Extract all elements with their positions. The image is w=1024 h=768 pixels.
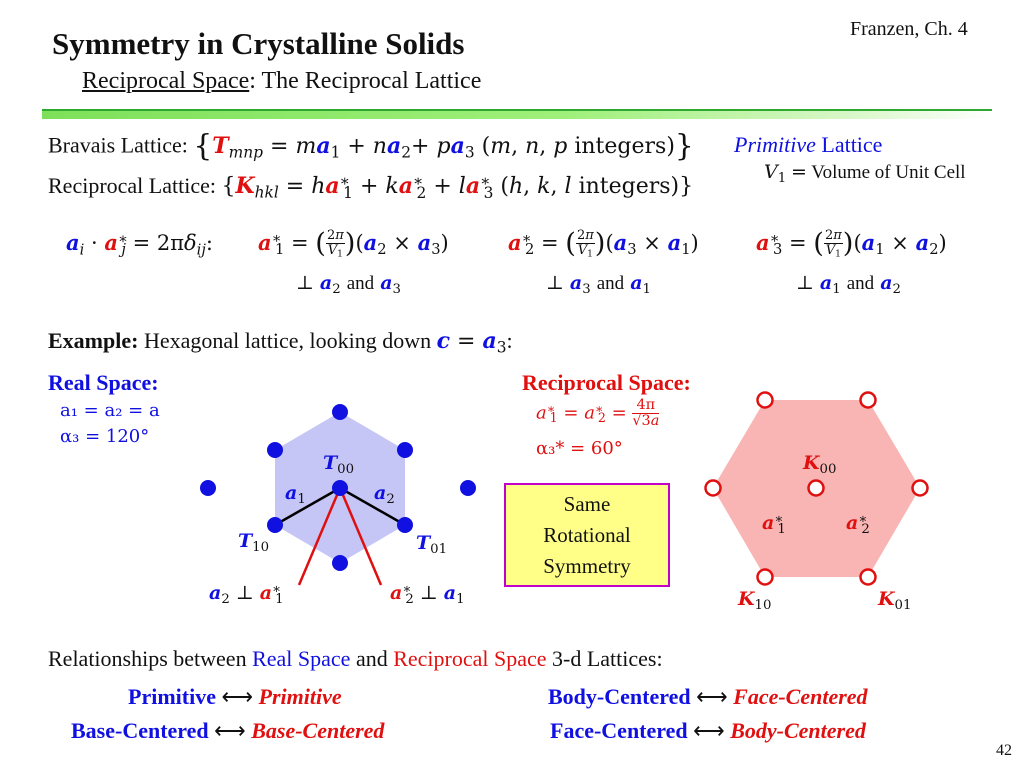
- reciprocal-lattice-type: Body-Centered: [730, 718, 866, 743]
- reciprocal-point: [859, 568, 877, 586]
- reciprocal-space-heading: Reciprocal Space:: [522, 370, 691, 395]
- intro-part-2: 3-d Lattices:: [552, 646, 663, 671]
- lattice-point: [267, 517, 283, 533]
- label-k00: K00: [803, 452, 837, 477]
- bravais-lattice-line: Bravais Lattice: {Tmnp = ma1 + na2+ pa3 …: [48, 128, 694, 163]
- relationship-row-base-centered: Base-Centered ⟷ Base-Centered: [71, 718, 384, 744]
- reciprocal-label: Reciprocal Lattice:: [48, 172, 216, 198]
- label-k10: K10: [738, 588, 772, 613]
- relationships-intro: Relationships between Real Space and Rec…: [48, 646, 663, 672]
- bravais-formula: {Tmnp = ma1 + na2+ pa3 (m, n, p integers…: [193, 128, 694, 163]
- and-word-2: and: [596, 273, 625, 294]
- reciprocal-space-alpha: α₃* = 60°: [536, 438, 623, 459]
- label-a1-star: a∗1: [762, 512, 786, 537]
- reciprocal-point: [911, 479, 929, 497]
- subtitle-rest: : The Reciprocal Lattice: [249, 68, 482, 94]
- real-space-heading: Real Space:: [48, 370, 159, 395]
- reciprocal-lattice-line: Reciprocal Lattice: {Khkl = ha∗1 + ka∗2 …: [48, 172, 693, 202]
- reciprocal-integers: integers: [578, 173, 671, 199]
- relation-arrow: ⟷: [696, 684, 728, 709]
- subtitle-underlined: Reciprocal Space: [82, 68, 250, 94]
- real-space-alpha: α₃ = 120°: [60, 426, 150, 447]
- reciprocal-lattice-points: [704, 391, 929, 586]
- lattice-point: [460, 480, 476, 496]
- example-text: Hexagonal lattice, looking down: [143, 328, 432, 353]
- chapter-source: Franzen, Ch. 4: [850, 18, 968, 40]
- intro-real-space: Real Space: [252, 646, 351, 671]
- example-line: Example: Hexagonal lattice, looking down…: [48, 328, 513, 357]
- real-lattice-type: Base-Centered: [71, 718, 209, 743]
- box-line-3: Symmetry: [543, 553, 631, 578]
- label-t00: T00: [323, 452, 355, 477]
- volume-text: Volume of Unit Cell: [811, 162, 966, 183]
- lattice-point: [397, 517, 413, 533]
- lattice-point: [397, 442, 413, 458]
- reciprocal-point: [704, 479, 722, 497]
- volume-definition: V1 = Volume of Unit Cell: [764, 161, 966, 186]
- relation-arrow: ⟷: [693, 718, 725, 743]
- lattice-point: [332, 404, 348, 420]
- orthogonality-relation: ai · a∗j = 2πδij:: [66, 230, 213, 259]
- and-word-1: and: [346, 273, 375, 294]
- reciprocal-point: [859, 391, 877, 409]
- box-line-2: Rotational: [543, 522, 631, 547]
- bravais-label: Bravais Lattice:: [48, 132, 188, 158]
- label-t10: T10: [238, 530, 270, 555]
- real-space-a-relation: a₁ = a₂ = a: [60, 400, 160, 421]
- reciprocal-space-a-relation: a∗1 = a∗2 = 4π√3a: [536, 397, 660, 430]
- perp-a1-a2: ⊥ a1 and a2: [796, 272, 902, 297]
- perp-a3-a1: ⊥ a3 and a1: [546, 272, 652, 297]
- reciprocal-point: [756, 391, 774, 409]
- primitive-lattice-label: Primitive Lattice: [734, 132, 882, 158]
- intro-reciprocal-space: Reciprocal Space: [393, 646, 547, 671]
- relationship-row-primitive: Primitive ⟷ Primitive: [128, 684, 342, 710]
- a2-vector: [339, 486, 406, 527]
- intro-and: and: [355, 646, 388, 671]
- label-a2-star-perp-a1: a∗2 ⊥ a1: [390, 582, 465, 607]
- example-label: Example:: [48, 328, 139, 353]
- reciprocal-point: [756, 568, 774, 586]
- label-a2-star: a∗2: [846, 512, 870, 537]
- same-rotational-symmetry-box: Same Rotational Symmetry: [504, 483, 670, 587]
- reciprocal-formula: {Khkl = ha∗1 + ka∗2 + la∗3 (h, k, l inte…: [221, 172, 694, 202]
- title-rule: [42, 109, 992, 119]
- lattice-point: [267, 442, 283, 458]
- relation-arrow: ⟷: [214, 718, 246, 743]
- box-line-1: Same: [563, 491, 611, 516]
- relation-arrow: ⟷: [221, 684, 254, 709]
- perp-a2-a3: ⊥ a2 and a3: [296, 272, 402, 297]
- reciprocal-lattice-type: Primitive: [258, 684, 342, 709]
- reciprocal-lattice-type: Face-Centered: [733, 684, 868, 709]
- primitive-word: Primitive: [734, 132, 816, 157]
- relationship-row-body-centered: Body-Centered ⟷ Face-Centered: [548, 684, 868, 710]
- reciprocal-space-hexagon: [713, 400, 920, 577]
- reciprocal-point-origin: [807, 479, 825, 497]
- lattice-point: [200, 480, 216, 496]
- real-lattice-type: Body-Centered: [548, 684, 691, 709]
- label-a2: a2: [374, 482, 395, 507]
- page-title: Symmetry in Crystalline Solids: [52, 26, 465, 61]
- label-a1: a1: [285, 482, 306, 507]
- relationship-row-face-centered: Face-Centered ⟷ Body-Centered: [550, 718, 866, 744]
- lattice-word: Lattice: [821, 132, 883, 157]
- lattice-point-origin: [332, 480, 348, 496]
- intro-part-1: Relationships between: [48, 646, 247, 671]
- label-k01: K01: [878, 588, 912, 613]
- reciprocal-lattice-type: Base-Centered: [251, 718, 385, 743]
- label-a2-perp-a1-star: a2 ⊥ a∗1: [209, 582, 284, 607]
- real-lattice-type: Primitive: [128, 684, 216, 709]
- and-word-3: and: [846, 273, 875, 294]
- page-subtitle: Reciprocal Space: The Reciprocal Lattice: [82, 68, 481, 95]
- lattice-point: [332, 555, 348, 571]
- page-number: 42: [996, 742, 1012, 759]
- real-lattice-type: Face-Centered: [550, 718, 688, 743]
- label-t01: T01: [416, 532, 448, 557]
- bravais-integers: integers: [574, 133, 667, 159]
